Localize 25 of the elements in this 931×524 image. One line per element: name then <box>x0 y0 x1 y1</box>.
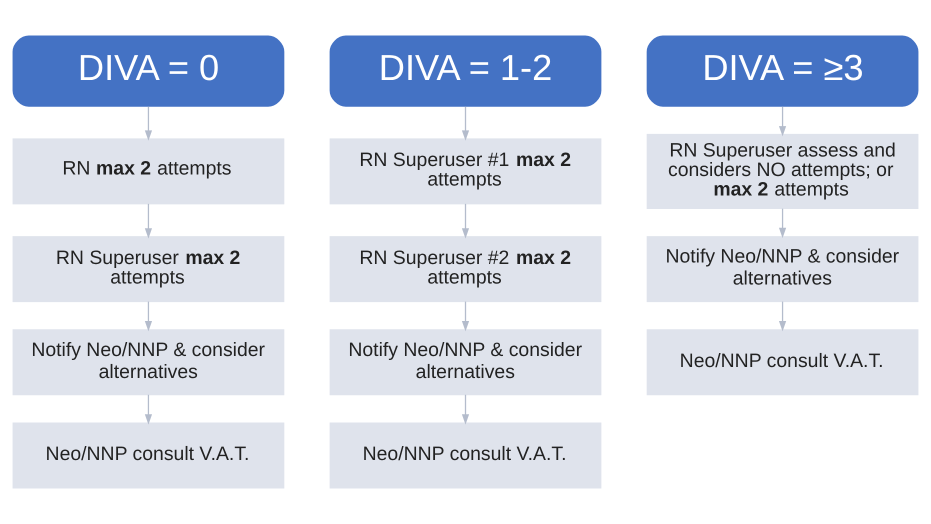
node-box: RN Superuser max 2 attempts <box>12 236 284 302</box>
node-box: RN Superuser #1 max 2 attempts <box>330 138 602 204</box>
arrow <box>144 302 152 332</box>
arrow <box>778 106 786 136</box>
node-box: Notify Neo/NNP & consider alternatives <box>12 329 284 396</box>
node-box: Neo/NNP consult V.A.T. <box>646 329 918 396</box>
arrow <box>144 106 152 141</box>
node-box: Neo/NNP consult V.A.T. <box>330 422 602 488</box>
node-box: DIVA = 0 <box>12 36 284 107</box>
arrow <box>462 106 470 141</box>
node-box: RN max 2 attempts <box>12 138 284 204</box>
arrow <box>778 302 786 332</box>
node-box: DIVA = 1-2 <box>330 36 602 107</box>
arrow <box>778 208 786 238</box>
node-box: RN Superuser assess and considers NO attempts; or max 2 attempts <box>646 134 918 209</box>
arrow <box>144 394 152 425</box>
arrow <box>462 204 470 239</box>
node-box: DIVA = ≥3 <box>646 36 918 107</box>
node-box: Notify Neo/NNP & consider alternatives <box>330 329 602 396</box>
node-box: Neo/NNP consult V.A.T. <box>12 422 284 488</box>
arrow <box>462 394 470 425</box>
arrow <box>144 204 152 239</box>
node-box: Notify Neo/NNP & consider alternatives <box>646 236 918 302</box>
arrow <box>462 302 470 332</box>
node-box: RN Superuser #2 max 2 attempts <box>330 236 602 302</box>
